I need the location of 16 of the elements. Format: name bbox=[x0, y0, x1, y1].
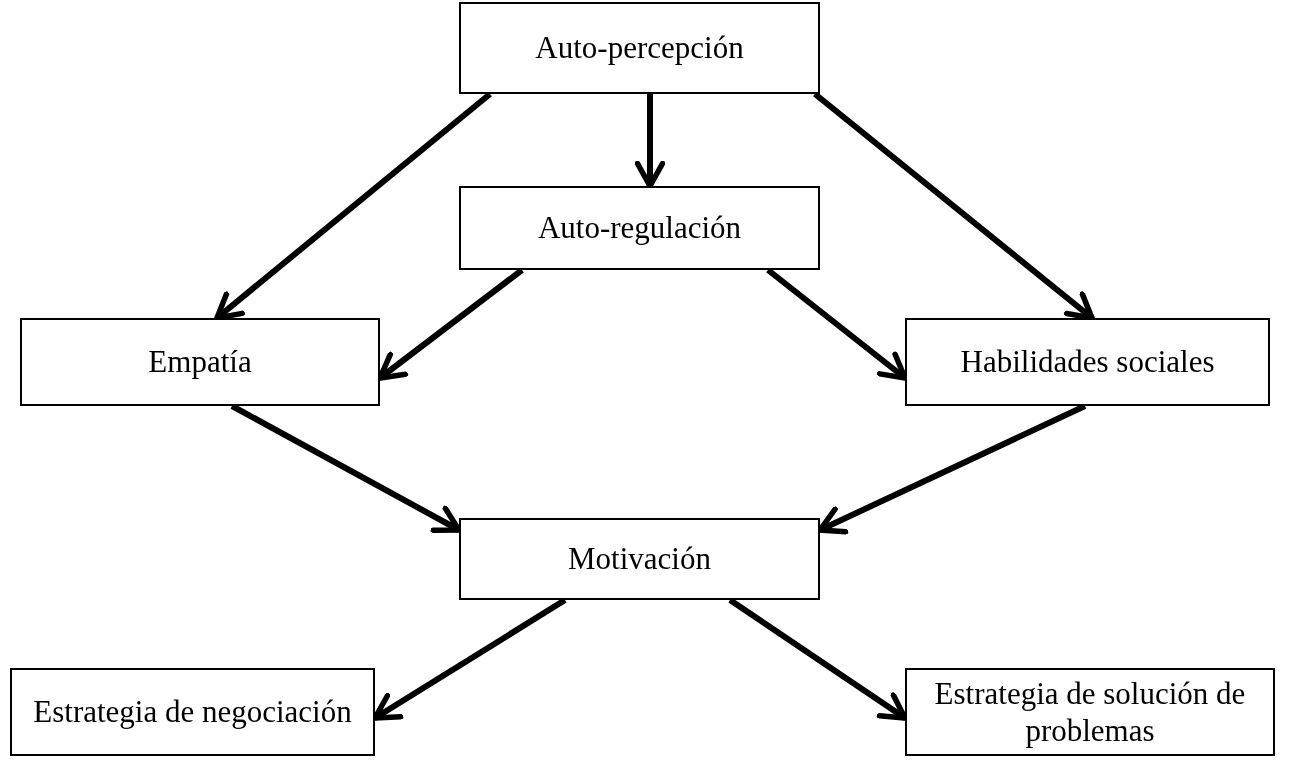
arrow bbox=[634, 94, 666, 189]
box-label: Empatía bbox=[148, 343, 252, 381]
box-label: Auto-regulación bbox=[537, 209, 742, 247]
arrow bbox=[813, 91, 1095, 321]
process-box bbox=[459, 2, 820, 94]
process-box bbox=[10, 668, 375, 756]
process-box bbox=[20, 318, 380, 406]
process-box bbox=[905, 318, 1270, 406]
process-box bbox=[459, 518, 820, 600]
box-label: Motivación bbox=[568, 540, 711, 578]
process-box bbox=[905, 668, 1275, 756]
box-label: Estrategia de solución de problemas bbox=[933, 674, 1247, 750]
box-label: Estrategia de negociación bbox=[33, 693, 352, 731]
process-box bbox=[459, 186, 820, 270]
box-label: Auto-percepción bbox=[535, 29, 744, 67]
box-label: Habilidades sociales bbox=[960, 343, 1215, 381]
